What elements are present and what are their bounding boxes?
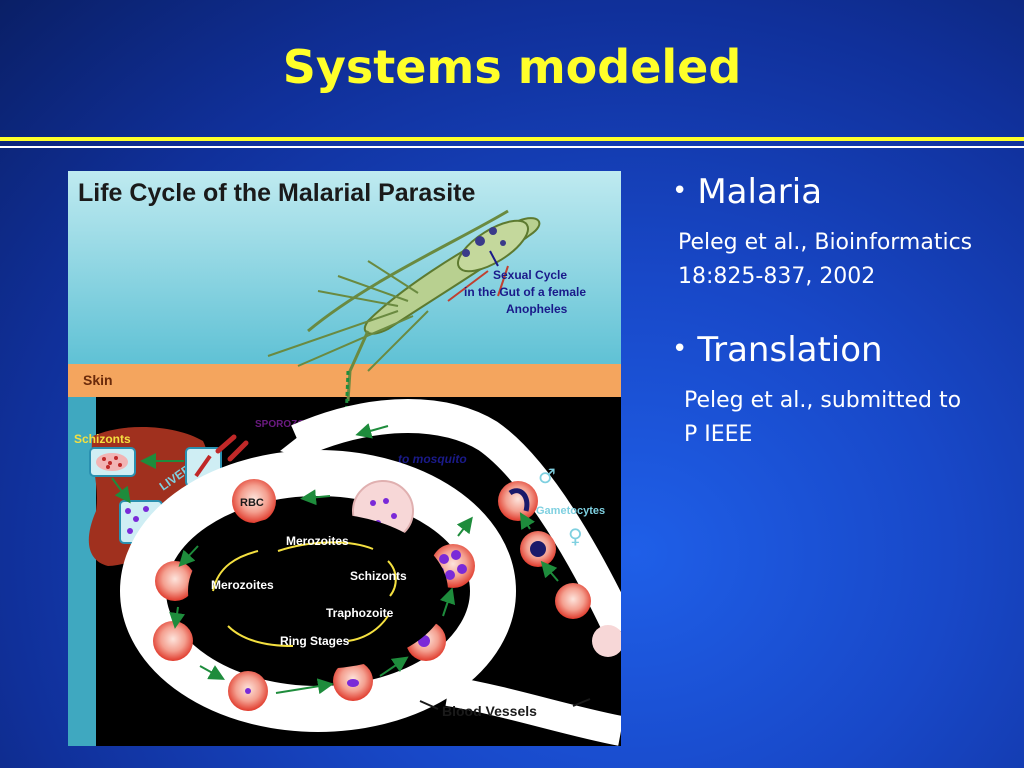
rbc-label: RBC bbox=[240, 497, 264, 509]
blood-vessels-label: Blood Vessels bbox=[442, 703, 537, 719]
bullet-dot: • bbox=[672, 176, 688, 206]
sexual-cycle-pointer bbox=[489, 250, 499, 267]
bullet-translation: • Translation bbox=[672, 330, 883, 370]
proboscis-line bbox=[344, 370, 350, 422]
sporozoites-label: SPOROZOITES bbox=[255, 419, 328, 430]
malaria-life-cycle-figure: Life Cycle of the Malarial Parasite Sexu… bbox=[68, 171, 621, 746]
skin-band bbox=[68, 364, 621, 399]
sky-background bbox=[68, 171, 621, 371]
translation-reference: Peleg et al., submitted to P IEEE bbox=[684, 384, 961, 452]
gametocytes-label: Gametocytes bbox=[536, 505, 605, 517]
liver-arrow-2 bbox=[111, 477, 131, 504]
to-mosquito-label: to mosquito bbox=[398, 452, 467, 466]
sexual-cycle-label-3: Anopheles bbox=[506, 302, 568, 316]
liver-schizonts-label: Schizonts bbox=[74, 432, 131, 446]
blood-vessel-ring bbox=[120, 450, 516, 732]
figure-title: Life Cycle of the Malarial Parasite bbox=[78, 179, 475, 207]
skin-label: Skin bbox=[83, 372, 113, 388]
merozoites-left-label: Merozoites bbox=[211, 578, 274, 592]
schizonts-blood-label: Schizonts bbox=[350, 569, 407, 583]
sexual-cycle-label-2: in the Gut of a female bbox=[464, 285, 586, 299]
bullet-malaria-label: Malaria bbox=[697, 172, 823, 212]
translation-reference-line-2: P IEEE bbox=[684, 422, 753, 447]
malaria-reference: Peleg et al., Bioinformatics 18:825-837,… bbox=[678, 226, 972, 294]
traphozoite-label: Traphozoite bbox=[326, 606, 394, 620]
malaria-reference-line-2: 18:825-837, 2002 bbox=[678, 264, 876, 289]
translation-reference-line-1: Peleg et al., submitted to bbox=[684, 388, 962, 413]
merozoites-top-label: Merozoites bbox=[286, 534, 349, 548]
sexual-cycle-label-1: Sexual Cycle bbox=[493, 268, 567, 282]
title-rule-yellow bbox=[0, 137, 1024, 141]
bullet-dot: • bbox=[672, 334, 688, 364]
mosquito-icon bbox=[267, 209, 541, 402]
bullet-malaria: • Malaria bbox=[672, 172, 822, 212]
female-symbol: ♀ bbox=[568, 524, 583, 548]
vessel-to-mosquito bbox=[291, 399, 621, 639]
ring-stages-label: Ring Stages bbox=[280, 634, 350, 648]
male-symbol: ♂ bbox=[538, 464, 556, 488]
bullet-translation-label: Translation bbox=[697, 330, 883, 370]
slide-title: Systems modeled bbox=[282, 40, 742, 94]
title-rule-white bbox=[0, 146, 1024, 148]
malaria-reference-line-1: Peleg et al., Bioinformatics bbox=[678, 230, 973, 255]
